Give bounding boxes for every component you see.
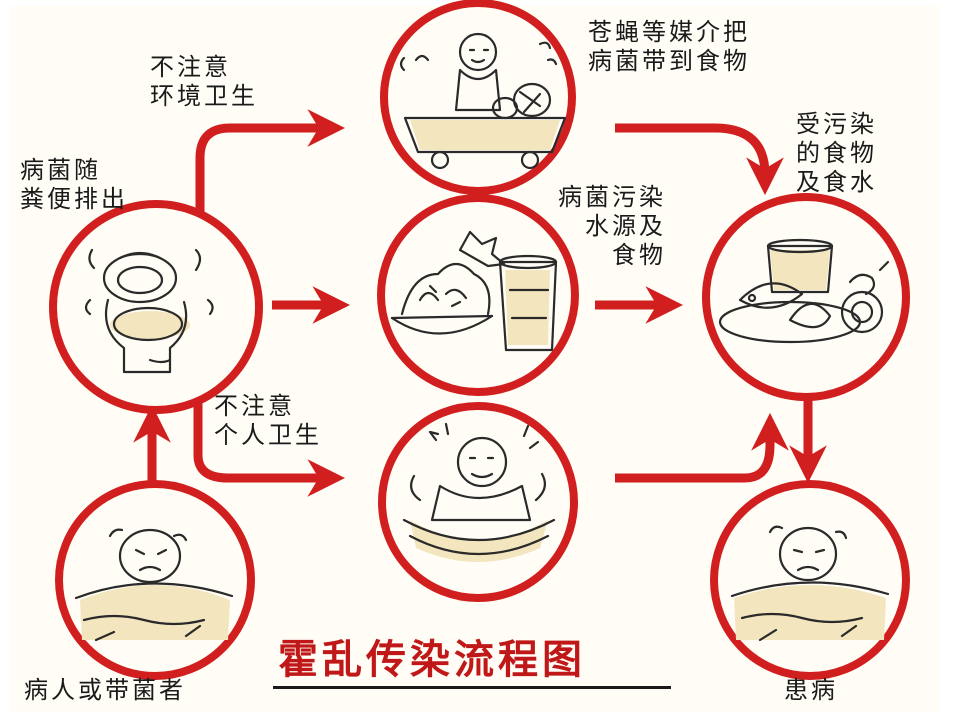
- sick-person-in-bed-icon: [74, 528, 234, 642]
- label-flies: 苍蝇等媒介把 病菌带到食物: [588, 18, 750, 75]
- arrow-toilet-to-hands: [193, 400, 346, 497]
- node-sick: [710, 480, 910, 680]
- node-flies: [380, 0, 576, 195]
- label-water-source: 病菌污染 水源及 食物: [558, 183, 666, 269]
- node-contaminated-food: [702, 193, 910, 401]
- arrow-hands-to-food: [615, 412, 789, 483]
- label-carrier: 病人或带菌者: [24, 676, 186, 704]
- title-underline: [273, 686, 671, 689]
- node-dirty-hands: [378, 402, 578, 602]
- food-and-water-glass-icon: [390, 230, 558, 352]
- label-env-hygiene: 不注意 环境卫生: [150, 53, 258, 110]
- sick-person-in-bed-icon: [730, 525, 890, 642]
- node-toilet: [49, 200, 263, 414]
- diagram-title: 霍乱传染流程图: [278, 636, 586, 683]
- arrow-toilet-to-flies: [195, 109, 346, 212]
- dirty-hands-eating-icon: [402, 422, 556, 562]
- node-water: [377, 194, 579, 396]
- toilet-icon: [84, 248, 214, 374]
- label-excreted: 病菌随 粪便排出: [20, 156, 128, 213]
- label-contaminated-food: 受污染 的食物 及食水: [796, 110, 877, 196]
- label-personal-hygiene: 不注意 个人卫生: [214, 392, 322, 449]
- fly-food-cart-icon: [399, 32, 567, 170]
- arrow-flies-to-food: [615, 123, 784, 196]
- node-carrier: [55, 480, 255, 680]
- label-sick: 患病: [784, 676, 838, 704]
- contaminated-food-plate-icon: [718, 238, 890, 344]
